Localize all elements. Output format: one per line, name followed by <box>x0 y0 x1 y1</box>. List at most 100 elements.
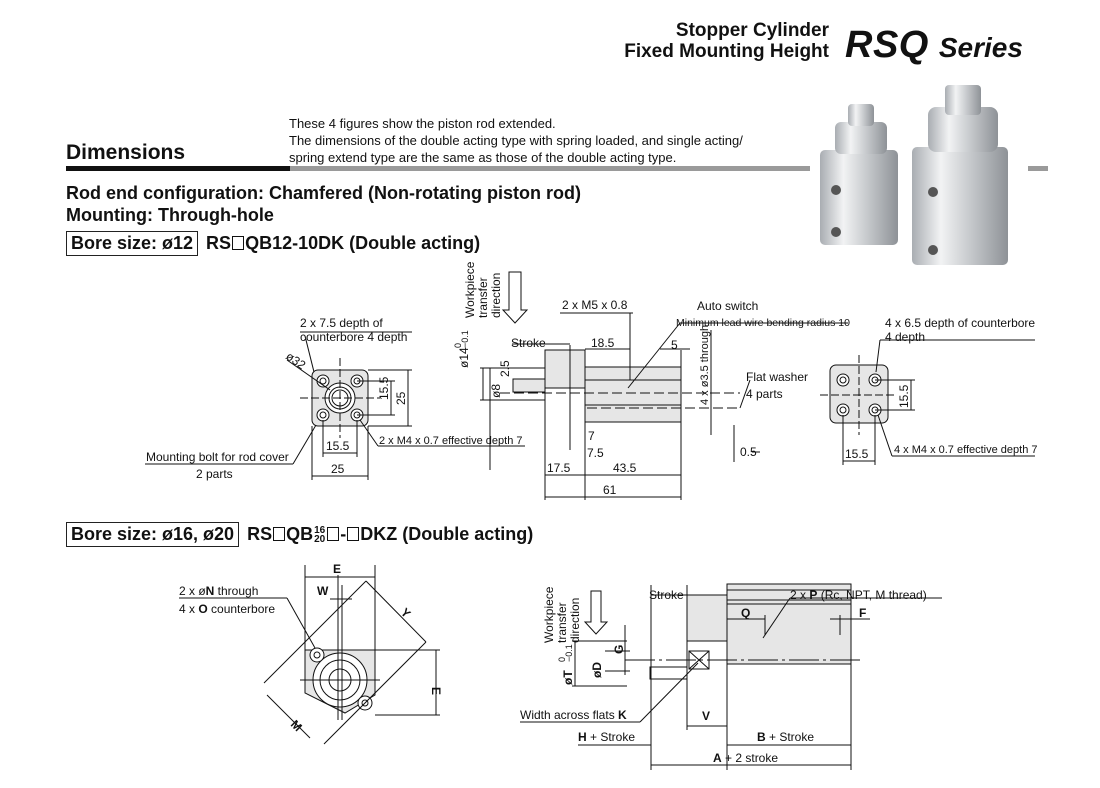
label: A + 2 stroke <box>713 751 778 765</box>
label: 4 x ø3.5 through <box>699 325 711 405</box>
label: 25 <box>394 391 408 405</box>
configuration-info: Rod end configuration: Chamfered (Non-ro… <box>66 182 581 226</box>
label: 4 x O counterbore <box>179 602 275 616</box>
model-suffix: DKZ <box>360 524 398 544</box>
label: 2 x 7.5 depth of <box>300 316 383 330</box>
label: øD <box>590 662 604 678</box>
label: 4 x 6.5 depth of counterbore <box>885 316 1035 330</box>
label: W <box>317 584 329 598</box>
model-suffix: QB12-10DK <box>245 233 345 253</box>
bore12-label: Bore size: ø12 <box>66 231 199 256</box>
label: M <box>288 717 305 734</box>
section-title: Dimensions <box>66 141 186 164</box>
label: øT <box>561 670 575 685</box>
label: 18.5 <box>591 336 615 350</box>
label: direction <box>568 598 582 643</box>
label: Flat washer <box>746 370 808 384</box>
label: Workpiece <box>542 586 556 643</box>
bore12-side-view <box>480 271 848 500</box>
label: ø8 <box>489 384 503 398</box>
label: Minimum lead wire bending radius 10 <box>676 317 850 329</box>
label: transfer <box>476 277 490 318</box>
section-underline <box>66 166 290 171</box>
product-photo <box>820 85 1008 265</box>
label: 4 x M4 x 0.7 effective depth 7 <box>894 444 1038 456</box>
placeholder-box-icon <box>347 527 360 541</box>
label: 15.5 <box>897 384 911 408</box>
bore12-rear-view <box>820 339 1035 465</box>
label: 2.5 <box>498 360 512 377</box>
cylinder-small <box>820 104 898 245</box>
model-prefix: RS <box>206 233 232 253</box>
section-rule-end <box>1028 166 1048 171</box>
cylinder-large <box>912 85 1008 265</box>
label: E <box>429 687 443 695</box>
placeholder-box-icon <box>232 236 245 250</box>
label: direction <box>489 273 503 318</box>
label: 5 <box>671 338 678 352</box>
label: V <box>702 709 710 723</box>
label: 43.5 <box>613 461 637 475</box>
label: Mounting bolt for rod cover <box>146 450 289 464</box>
label: 17.5 <box>547 461 571 475</box>
bore12-drawings: 2 x 7.5 depth of counterbore 4 depth ø32… <box>145 261 1038 500</box>
label: 2 x P (Rc, NPT, M thread) <box>790 588 927 602</box>
label: 2 x M4 x 0.7 effective depth 7 <box>379 435 523 447</box>
model-name: RSQ <box>845 24 929 66</box>
label: 15.5 <box>377 376 391 400</box>
bore16-side-view <box>520 583 942 770</box>
label: 0 <box>557 657 567 662</box>
label: 2 x øN through <box>179 584 258 598</box>
label: Auto switch <box>697 299 758 313</box>
label: ø32 <box>283 349 308 373</box>
label: F <box>859 606 866 620</box>
label: 25 <box>331 462 345 476</box>
mounting-config: Mounting: Through-hole <box>66 205 274 225</box>
label: Workpiece <box>463 261 477 318</box>
model-prefix: RS <box>247 524 273 544</box>
bore16-label: Bore size: ø16, ø20 <box>66 522 240 547</box>
label: 15.5 <box>326 439 350 453</box>
label: B + Stroke <box>757 730 814 744</box>
label: ø14 <box>457 347 471 368</box>
label: 7.5 <box>587 446 604 460</box>
section-note: These 4 figures show the piston rod exte… <box>289 115 743 166</box>
placeholder-box-icon <box>273 527 286 541</box>
label: 0 <box>453 343 463 348</box>
subtitle-line-2: Fixed Mounting Height <box>624 41 829 62</box>
section-rule <box>290 166 810 171</box>
note-line: These 4 figures show the piston rod exte… <box>289 116 556 131</box>
product-series-title: RSQ Series <box>845 25 1023 68</box>
label: 4 parts <box>746 387 783 401</box>
label: Stroke <box>649 588 684 602</box>
bore16-drawings: 2 x øN through 4 x O counterbore E W Y E… <box>179 562 942 770</box>
bore12-front-view <box>145 331 525 480</box>
placeholder-box-icon <box>327 527 340 541</box>
label: −0.1 <box>460 330 470 348</box>
rod-end-config: Rod end configuration: Chamfered (Non-ro… <box>66 183 581 203</box>
label: E <box>333 562 341 576</box>
label: transfer <box>555 602 569 643</box>
frac-bottom: 20 <box>314 534 326 546</box>
label: Y <box>398 605 414 621</box>
model-mid: QB <box>286 524 314 544</box>
label: H + Stroke <box>578 730 635 744</box>
label: Width across flats K <box>520 708 627 722</box>
series-word: Series <box>938 32 1023 63</box>
bore16-front-view <box>179 565 440 745</box>
label: 7 <box>588 429 595 443</box>
bore12-model: RS QB12-10DK (Double acting) <box>206 233 480 254</box>
subtitle-line-1: Stopper Cylinder <box>675 20 829 41</box>
label: −0.1 <box>564 644 574 662</box>
label: Stroke <box>511 336 546 350</box>
note-line: spring extend type are the same as those… <box>289 150 677 165</box>
label: Q <box>741 606 750 620</box>
label: 0.5 <box>740 445 757 459</box>
bore12-heading: Bore size: ø12 RS QB12-10DK (Double actin… <box>66 231 480 256</box>
label: 2 parts <box>196 467 233 481</box>
label: 4 depth <box>885 330 925 344</box>
model-type: (Double acting) <box>349 233 481 253</box>
